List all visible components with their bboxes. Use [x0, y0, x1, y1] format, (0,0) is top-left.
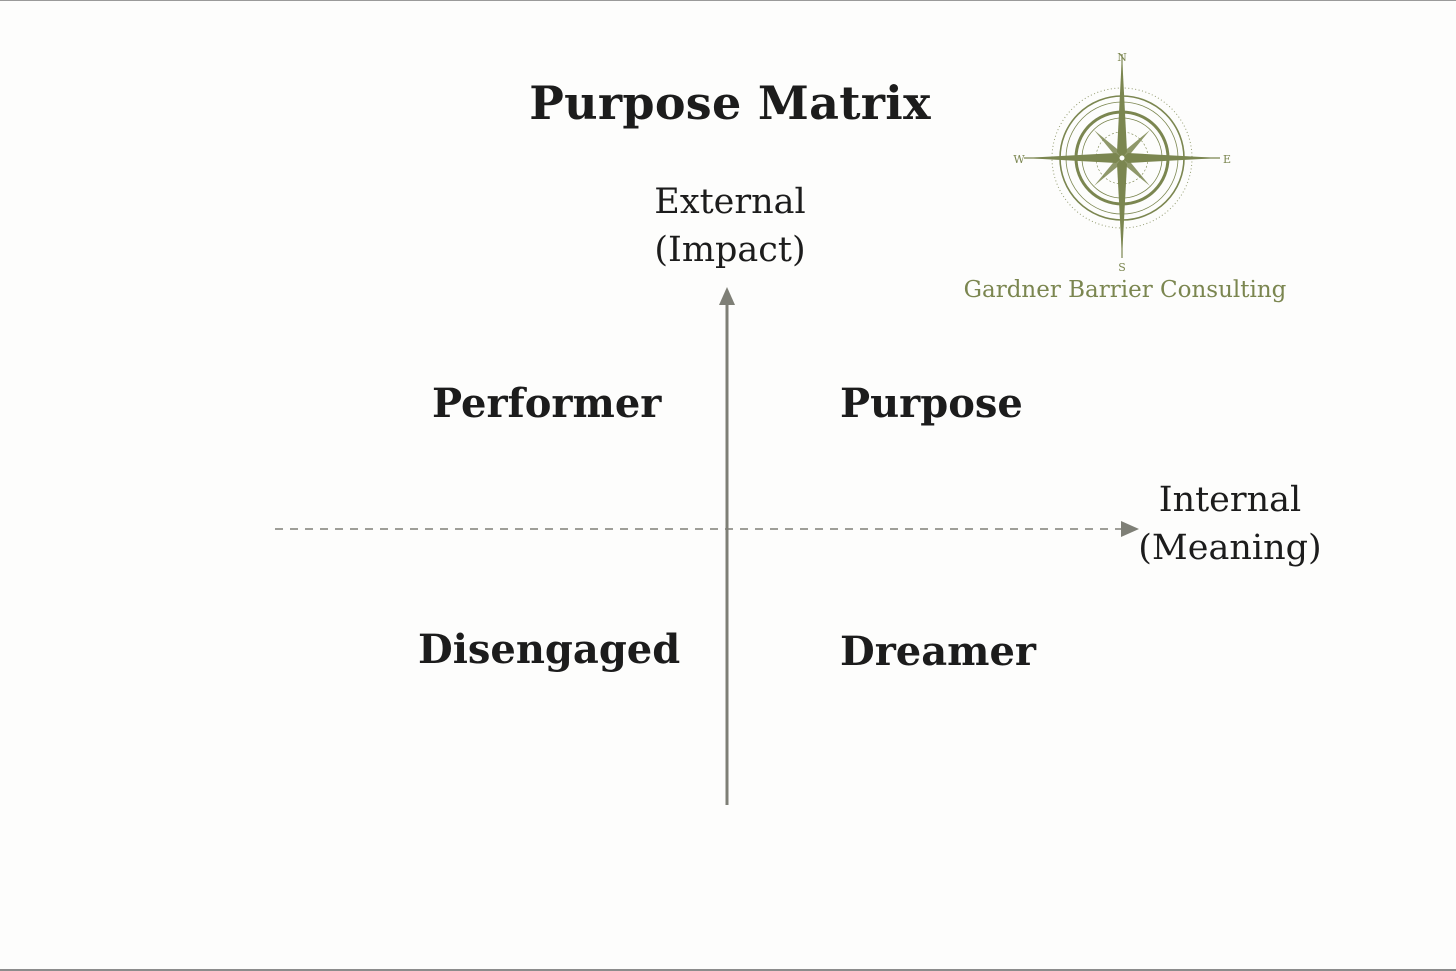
- diagram-title: Purpose Matrix: [529, 76, 931, 130]
- compass-east-label: E: [1223, 153, 1231, 166]
- horizontal-axis-arrowhead: [1121, 521, 1139, 537]
- bottom-border: [0, 969, 1456, 971]
- x-axis-label-line2: (Meaning): [1138, 528, 1322, 568]
- compass-rose-icon: N S W E: [1010, 45, 1250, 280]
- y-axis-label-line1: External: [654, 182, 806, 222]
- compass-south-label: S: [1118, 261, 1126, 274]
- quadrant-performer: Performer: [432, 380, 662, 427]
- quadrant-dreamer: Dreamer: [840, 628, 1036, 675]
- vertical-axis-arrowhead: [719, 287, 735, 305]
- top-border: [0, 0, 1456, 1]
- y-axis-label: External (Impact): [620, 178, 840, 274]
- quadrant-purpose: Purpose: [840, 380, 1023, 427]
- quadrant-disengaged: Disengaged: [418, 626, 681, 673]
- y-axis-label-line2: (Impact): [654, 230, 806, 270]
- company-name: Gardner Barrier Consulting: [963, 277, 1287, 303]
- compass-north-label: N: [1117, 51, 1127, 64]
- x-axis-label-line1: Internal: [1158, 480, 1302, 520]
- compass-west-label: W: [1013, 153, 1025, 166]
- x-axis-label: Internal (Meaning): [1120, 476, 1340, 572]
